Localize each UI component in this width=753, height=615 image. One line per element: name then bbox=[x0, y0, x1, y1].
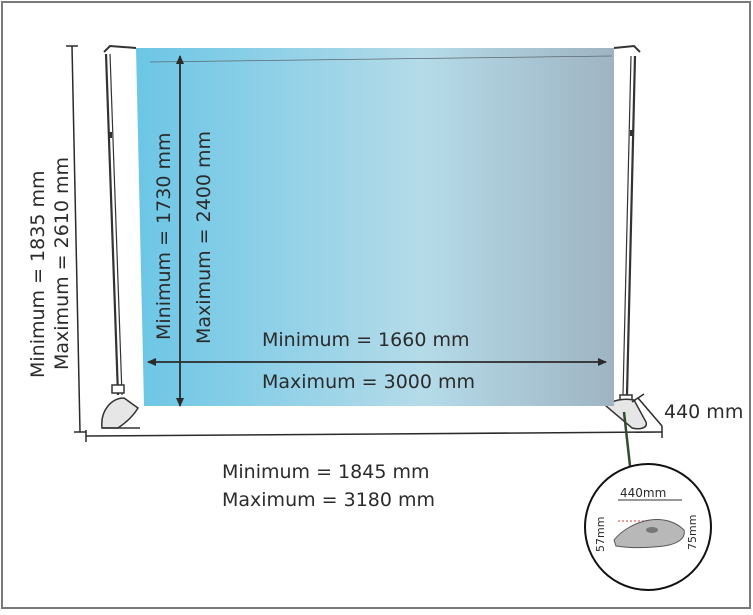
foot-detail-callout: 440mm 57mm 75mm bbox=[584, 463, 712, 591]
foot-detail-length-label: 440mm bbox=[620, 486, 666, 500]
overall-height-min-label: Minimum = 1835 mm bbox=[27, 171, 49, 378]
right-pole bbox=[613, 44, 641, 404]
foot-detail-image bbox=[613, 519, 685, 548]
left-pole bbox=[103, 44, 137, 396]
foot-detail-connector bbox=[622, 411, 632, 467]
left-foot bbox=[101, 397, 140, 429]
overall-width-line bbox=[85, 431, 663, 437]
foot-detail-right-height-label: 75mm bbox=[686, 515, 699, 550]
graphic-height-max-label: Maximum = 2400 mm bbox=[193, 131, 215, 344]
foot-depth-tick bbox=[631, 393, 645, 403]
overall-width-max-label: Maximum = 3180 mm bbox=[222, 489, 435, 511]
banner-graphic bbox=[136, 48, 614, 406]
foot-depth-line bbox=[637, 397, 663, 427]
overall-height-max-label: Maximum = 2610 mm bbox=[51, 157, 73, 370]
graphic-width-max-label: Maximum = 3000 mm bbox=[262, 371, 475, 393]
foot-depth-label: 440 mm bbox=[664, 401, 743, 423]
overall-height-line bbox=[71, 45, 81, 433]
graphic-height-min-label: Minimum = 1730 mm bbox=[153, 133, 175, 340]
graphic-width-min-label: Minimum = 1660 mm bbox=[262, 329, 469, 351]
foot-detail-left-height-label: 57mm bbox=[594, 517, 607, 552]
overall-width-min-label: Minimum = 1845 mm bbox=[222, 461, 429, 483]
